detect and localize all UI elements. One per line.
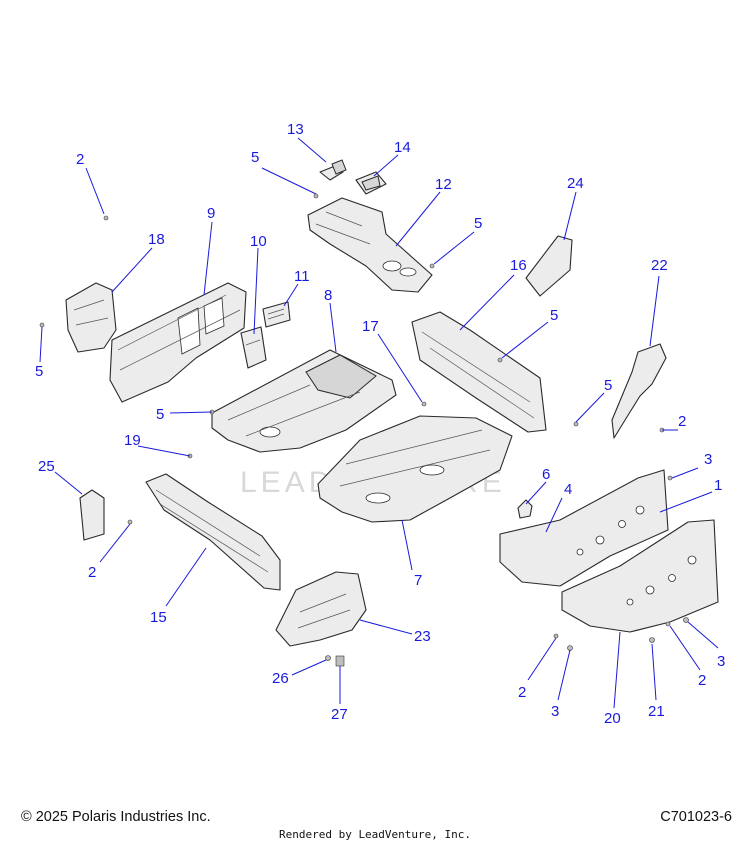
callout-5: 5 — [604, 377, 612, 394]
part-24-side-bracket[interactable] — [525, 235, 573, 297]
callout-24: 24 — [567, 175, 584, 192]
callout-17: 17 — [362, 318, 379, 335]
callout-3: 3 — [551, 703, 559, 720]
exploded-parts-diagram: LEADVENTURE — [35, 121, 725, 727]
part-22-vertical-bracket[interactable] — [611, 343, 667, 439]
callout-22: 22 — [651, 257, 668, 274]
callout-21: 21 — [648, 703, 665, 720]
diagram-code: C701023-6 — [660, 809, 732, 825]
callout-23: 23 — [414, 628, 431, 645]
part-9-rear-panel[interactable] — [109, 282, 247, 403]
callout-2: 2 — [76, 151, 84, 168]
callout-2: 2 — [88, 564, 96, 581]
callout-5: 5 — [474, 215, 482, 232]
callout-7: 7 — [414, 572, 422, 589]
callout-10: 10 — [250, 233, 267, 250]
callout-15: 15 — [150, 609, 167, 626]
callout-3: 3 — [704, 451, 712, 468]
callout-16: 16 — [510, 257, 527, 274]
part-7-floor-tub[interactable] — [317, 415, 513, 523]
part-14-shifter-boot[interactable] — [355, 171, 387, 195]
callout-5: 5 — [156, 406, 164, 423]
callout-12: 12 — [435, 176, 452, 193]
callout-19: 19 — [124, 432, 141, 449]
part-20-floor-panel[interactable] — [561, 519, 719, 633]
callout-labels: 2 18 9 10 11 5 13 14 5 12 5 24 16 22 5 8… — [35, 121, 725, 727]
part-15-side-rail[interactable] — [145, 473, 281, 591]
callout-1: 1 — [714, 477, 722, 494]
part-1-floor-panel[interactable] — [499, 469, 669, 587]
callout-25: 25 — [38, 458, 55, 475]
copyright-notice: © 2025 Polaris Industries Inc. — [21, 809, 211, 825]
callout-4: 4 — [564, 481, 572, 498]
callout-5: 5 — [35, 363, 43, 380]
part-12-center-console[interactable] — [307, 197, 433, 293]
callout-2: 2 — [698, 672, 706, 689]
part-13-bracket[interactable] — [319, 159, 347, 181]
part-16-side-rail[interactable] — [411, 311, 547, 433]
part-10-access-panel[interactable] — [240, 326, 267, 369]
callout-5: 5 — [550, 307, 558, 324]
callout-26: 26 — [272, 670, 289, 687]
part-8-floor-pan[interactable] — [211, 349, 397, 453]
callout-14: 14 — [394, 139, 411, 156]
callout-6: 6 — [542, 466, 550, 483]
callout-27: 27 — [331, 706, 348, 723]
rendered-by: Rendered by LeadVenture, Inc. — [278, 828, 472, 841]
callout-3: 3 — [717, 653, 725, 670]
leader-lines — [39, 137, 719, 709]
callout-13: 13 — [287, 121, 304, 138]
callout-9: 9 — [207, 205, 215, 222]
callout-20: 20 — [604, 710, 621, 727]
callout-18: 18 — [148, 231, 165, 248]
part-11-cover-plate[interactable] — [262, 301, 291, 328]
callout-5: 5 — [251, 149, 259, 166]
callout-2: 2 — [678, 413, 686, 430]
part-25-pad[interactable] — [79, 489, 105, 541]
part-18-insulation-pad[interactable] — [65, 282, 117, 353]
callout-2: 2 — [518, 684, 526, 701]
part-23-wheel-guard[interactable] — [275, 571, 367, 647]
callout-11: 11 — [294, 268, 310, 285]
callout-8: 8 — [324, 287, 332, 304]
part-6-clip[interactable] — [517, 499, 533, 519]
